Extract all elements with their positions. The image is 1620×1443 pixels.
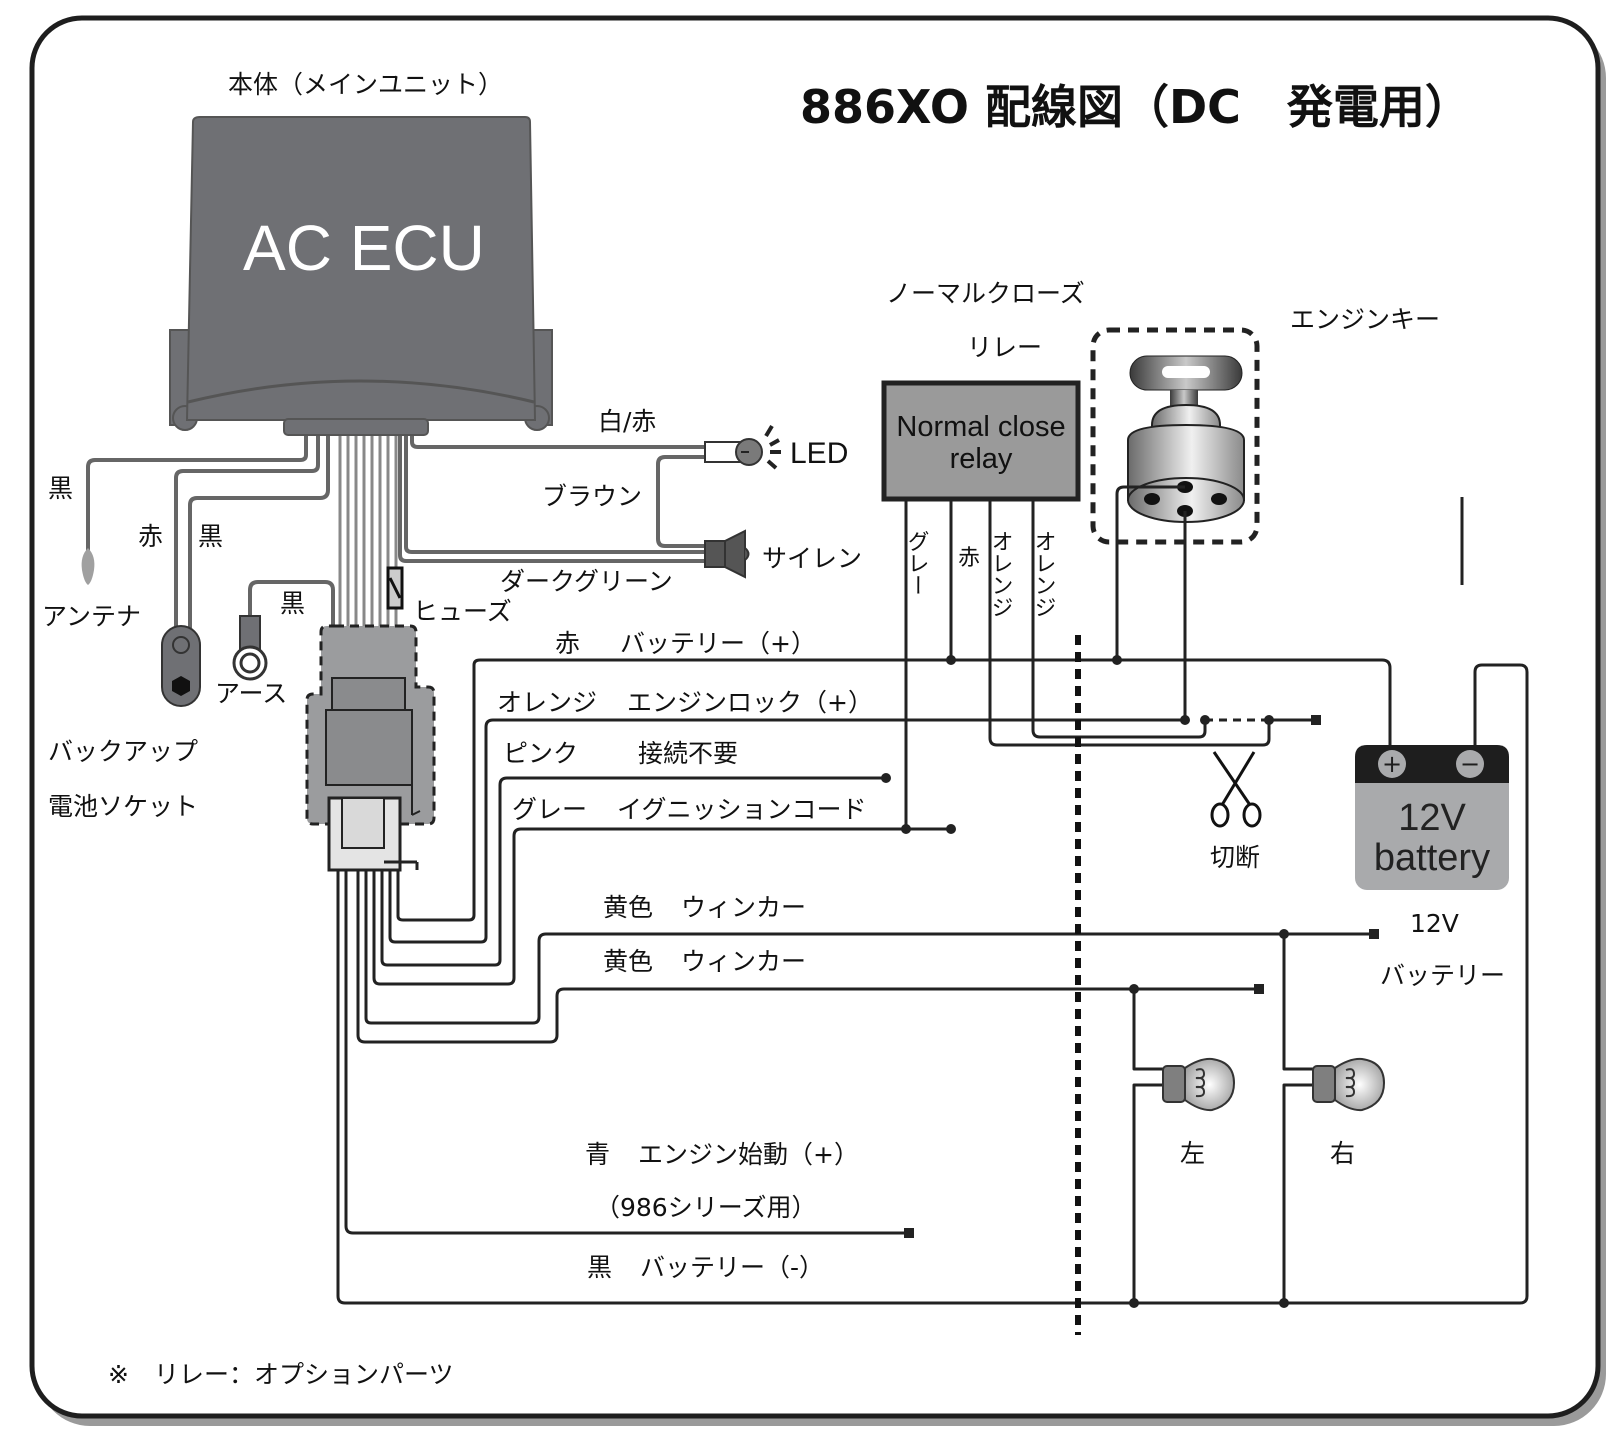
pink-wire-end bbox=[881, 773, 891, 783]
wire-blue-engine-start bbox=[344, 870, 908, 1235]
backup-black-label: 黒 bbox=[198, 522, 223, 551]
right-lamp-return bbox=[1282, 1083, 1313, 1303]
key-lock-junction bbox=[1180, 715, 1190, 725]
backup-label-line2: 電池ソケット bbox=[48, 792, 198, 821]
ground-label: アース bbox=[215, 679, 287, 708]
starter-wire-end bbox=[1311, 715, 1321, 725]
wire-yellow-winker-1 bbox=[364, 870, 1374, 1025]
ground-wire-label: 黒 bbox=[280, 589, 305, 618]
backup-socket-icon bbox=[161, 625, 201, 707]
relay-terminal-orange-1 bbox=[988, 499, 1271, 747]
antenna-label: アンテナ bbox=[42, 602, 141, 631]
cut-label: 切断 bbox=[1210, 843, 1260, 872]
diagram-title: 886XO 配線図（DC 発電用） bbox=[800, 80, 1471, 134]
antenna-wire-label: 黒 bbox=[48, 474, 73, 503]
relay-red-junction bbox=[946, 655, 956, 665]
main-unit-caption: 本体（メインユニット） bbox=[228, 70, 503, 99]
terminal-label-red: 赤 bbox=[958, 546, 980, 571]
led-label: LED bbox=[790, 437, 848, 470]
siren-wire-label: ダークグリーン bbox=[500, 567, 673, 596]
siren-wire-2 bbox=[398, 436, 705, 563]
wire-orange-enginelock bbox=[388, 718, 1183, 944]
winker-right-end bbox=[1369, 929, 1379, 939]
brown-wire bbox=[656, 455, 705, 548]
gray-wire-end bbox=[946, 824, 956, 834]
label-orange-enginelock: オレンジエンジンロック（+） bbox=[497, 688, 873, 717]
footnote: ※ リレー：オプションパーツ bbox=[108, 1360, 453, 1389]
engine-key-caption: エンジンキー bbox=[1290, 305, 1440, 334]
label-blue-engine-start: 青エンジン始動（+） bbox=[585, 1140, 859, 1169]
terminal-label-orange-1: オレンジ bbox=[988, 530, 1013, 618]
terminal-label-orange-2: オレンジ bbox=[1031, 530, 1056, 618]
backup-label-line1: バックアップ bbox=[48, 737, 198, 766]
wire-bundle bbox=[338, 436, 398, 655]
wire-pink-unused bbox=[380, 776, 886, 967]
key-battery-junction bbox=[1112, 655, 1122, 665]
antenna-icon bbox=[81, 548, 95, 585]
wire-yellow-winker-2 bbox=[356, 870, 1259, 1044]
wire-gray-ignition bbox=[372, 827, 951, 986]
siren-label: サイレン bbox=[762, 544, 862, 573]
left-lamp-junction bbox=[1129, 984, 1139, 994]
fuse-icon bbox=[386, 566, 404, 610]
relay-caption-line2: リレー bbox=[967, 333, 1042, 362]
ground-wire bbox=[248, 580, 335, 630]
relay-label-line1: Normal close bbox=[896, 411, 1065, 443]
led-icon bbox=[704, 424, 781, 470]
wire-black-battery-neg bbox=[336, 663, 1529, 1305]
backup-red-label: 赤 bbox=[138, 522, 163, 551]
relay-gray-junction bbox=[901, 824, 911, 834]
right-lamp-icon bbox=[1312, 1057, 1386, 1112]
battery-plus: + bbox=[1382, 750, 1402, 778]
engine-key-icon bbox=[1090, 327, 1260, 545]
harness-connector bbox=[305, 624, 436, 872]
scissors-icon bbox=[1210, 751, 1262, 828]
relay-terminal-labels: グレー 赤 オレンジ オレンジ bbox=[904, 530, 1056, 618]
right-lamp-junction bbox=[1279, 929, 1289, 939]
label-yellow-winker-1: 黄色ウィンカー bbox=[603, 893, 806, 922]
siren-wire-1 bbox=[404, 436, 705, 554]
battery-icon: + − 12V battery bbox=[1355, 745, 1509, 890]
left-lamp-ground bbox=[1129, 1298, 1139, 1308]
right-lamp-feed bbox=[1282, 934, 1313, 1071]
terminal-label-gray: グレー bbox=[904, 530, 929, 596]
battery-minus: − bbox=[1460, 750, 1480, 778]
battery-label-line1: 12V bbox=[1398, 797, 1466, 839]
label-gray-ignition: グレーイグニッションコード bbox=[512, 795, 867, 824]
relay-caption-line1: ノーマルクローズ bbox=[886, 279, 1085, 308]
left-lamp-return bbox=[1132, 1083, 1163, 1303]
brown-wire-label: ブラウン bbox=[542, 482, 642, 511]
right-lamp-ground bbox=[1279, 1298, 1289, 1308]
siren-icon bbox=[704, 529, 750, 579]
ecu-label: AC ECU bbox=[243, 212, 485, 284]
backup-wire-red bbox=[174, 436, 320, 628]
label-red-battery: 赤バッテリー（+） bbox=[555, 629, 816, 658]
blue-wire-end bbox=[904, 1228, 914, 1238]
antenna-wire bbox=[86, 436, 308, 553]
key-wire-battery bbox=[1115, 485, 1185, 660]
led-wire-label: 白/赤 bbox=[598, 407, 656, 436]
label-black-battery-neg: 黒バッテリー（-） bbox=[587, 1253, 824, 1282]
battery-terminal-label-line2: バッテリー bbox=[1380, 961, 1505, 990]
backup-wire-black bbox=[188, 436, 330, 628]
battery-label-line2: battery bbox=[1374, 837, 1490, 879]
relay-label-line2: relay bbox=[950, 443, 1013, 475]
label-986-series: （986シリーズ用） bbox=[595, 1193, 816, 1222]
battery-terminal-label-line1: 12V bbox=[1410, 909, 1459, 938]
led-wire bbox=[410, 436, 708, 449]
label-pink-unused: ピンク接続不要 bbox=[503, 739, 738, 768]
fuse-label: ヒューズ bbox=[413, 597, 512, 626]
wire-red-battery bbox=[396, 658, 1392, 922]
label-yellow-winker-2: 黄色ウィンカー bbox=[603, 947, 806, 976]
left-lamp-feed bbox=[1132, 989, 1163, 1071]
relay-terminal-orange-2 bbox=[1031, 499, 1207, 739]
right-lamp-label: 右 bbox=[1330, 1139, 1355, 1168]
relay-box: Normal close relay bbox=[881, 380, 1081, 502]
left-lamp-icon bbox=[1162, 1057, 1236, 1112]
ecu-unit: AC ECU bbox=[169, 116, 553, 436]
left-lamp-label: 左 bbox=[1180, 1139, 1205, 1168]
winker-left-end bbox=[1254, 984, 1264, 994]
ground-terminal-icon bbox=[232, 615, 268, 681]
